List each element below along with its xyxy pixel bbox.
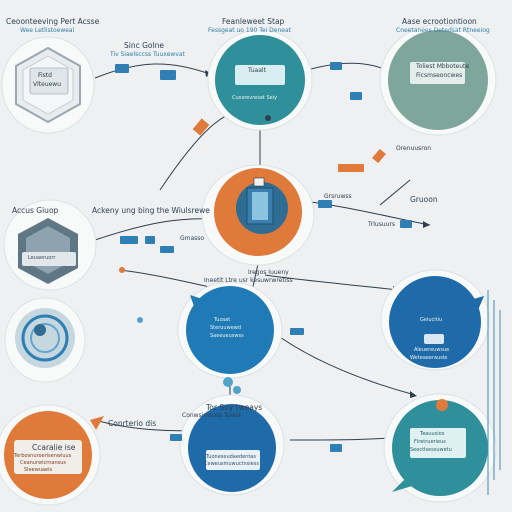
top-right-card-line2: Ficsmseoncwes <box>416 72 463 79</box>
top-center-card-line2: Cuxsrevresat Seiy <box>232 95 278 101</box>
mid-center-card-line3: Saeeueuswss <box>210 333 244 339</box>
right-mid-caption: Trlusuurs <box>368 221 396 228</box>
vertical-tick-strip <box>487 290 501 495</box>
node-top-left <box>15 46 81 124</box>
bottom-left-line1: Terbosnuroerisenwiuus <box>14 453 72 459</box>
node-top-center <box>215 35 305 125</box>
mid-right-card-line1: Gelucitiu <box>420 317 443 323</box>
node-bottom-center <box>188 404 276 492</box>
node-bottom-right <box>392 400 488 496</box>
bottom-center-title: Tor Soy tweays <box>206 403 263 412</box>
node-mid-center <box>186 286 274 374</box>
node-left-swirl <box>15 308 75 368</box>
bottom-left-title: Ccaralie ise <box>32 443 76 452</box>
center-left-label: Ackeny ung bing the Wiulsrewe <box>92 206 210 215</box>
left-card-title: Accus Giuop <box>12 206 59 215</box>
accent-icons <box>115 62 448 452</box>
upper-mid-label: Sinc Golne <box>124 41 164 50</box>
node-bottom-left <box>4 411 104 499</box>
node-top-right <box>388 30 488 130</box>
mid-center-card-line1: Tuzaat <box>214 317 231 323</box>
top-right-title: Aase ecrootiontioon <box>402 17 477 26</box>
bottom-right-line3: Seectlsessuwetu <box>410 447 452 453</box>
right-upper-label: Orenuusron <box>396 145 432 152</box>
node-center <box>214 168 302 256</box>
center-right-label: Grsruwss <box>324 193 352 200</box>
node-mid-right <box>389 276 484 368</box>
bottom-left-line2: Ceanurwicrnansus <box>20 460 67 466</box>
node-left-mid <box>18 218 78 284</box>
bottom-center-subtitle: Conwsimsoss Tuwia <box>182 412 241 419</box>
right-mid-title: Gruoon <box>410 195 438 204</box>
bottom-right-line2: Flretruerieus <box>414 439 446 445</box>
mid-right-card-line2: Aleuereuwsue <box>414 347 450 353</box>
mid-center-card-line2: Steruuwewd <box>210 325 242 331</box>
top-center-title: Feanleweet Stap <box>222 17 285 26</box>
top-left-card-line1: Fistd <box>38 72 52 79</box>
center-caption-1: Iregos Iuueny <box>248 269 289 276</box>
bottom-right-line1: Teauusios <box>420 431 445 437</box>
top-right-subtitle: Cneetanees Detedsat Rtneeiog <box>396 27 490 34</box>
left-card-caption: Leuaeruorr <box>28 255 56 261</box>
left-mid-label: Gmasso <box>180 235 205 242</box>
top-center-subtitle: Fessgeat uo 190 Tei Deneat <box>208 27 291 34</box>
bottom-center-left-label: Conrterio dis <box>108 419 157 428</box>
mid-right-card-line3: Weteaeerausie <box>410 355 448 361</box>
center-caption-2: Ineetit Ltre usr kesuwrwretiss <box>204 277 293 284</box>
bottom-center-line1: Tuoneseudaedentas <box>206 454 256 460</box>
top-left-title: Ceoonteeving Pert Acsse <box>6 17 100 26</box>
top-left-card-line2: Vlteuewu <box>33 81 62 88</box>
upper-mid-sub: Tiv Siaelsccss Tuuxewvat <box>110 51 185 58</box>
top-right-card-line1: Toliest Mbboteute <box>416 63 470 70</box>
bottom-center-line2: Ceweusmuwuctnsiess <box>204 461 259 467</box>
bottom-left-line3: Sleewuaeis <box>24 467 53 473</box>
top-left-subtitle: Wee Letlistoeweal <box>20 27 75 34</box>
top-center-card-line1: Tuaalt <box>248 67 266 74</box>
